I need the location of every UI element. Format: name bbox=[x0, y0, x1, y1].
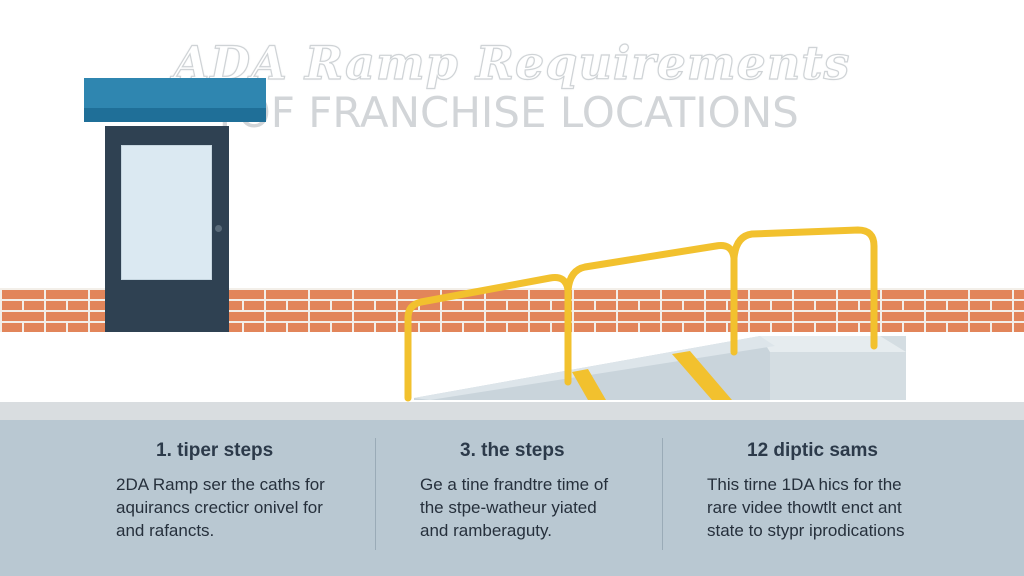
column-divider bbox=[375, 438, 376, 550]
handrail-section bbox=[564, 242, 738, 356]
info-column-3: 12 diptic sams This tirne 1DA hics for t… bbox=[707, 440, 1007, 542]
page-title: ADA Ramp Requirements bbox=[173, 35, 851, 90]
awning-shade bbox=[84, 108, 266, 122]
ramp-stripe bbox=[572, 369, 606, 400]
column-heading: 3. the steps bbox=[460, 440, 565, 461]
column-heading: 12 diptic sams bbox=[747, 440, 878, 461]
ramp-stripe bbox=[672, 351, 732, 400]
column-text-line: rare videe thowtlt enct ant bbox=[707, 498, 902, 517]
column-divider bbox=[662, 438, 663, 550]
door-knob bbox=[215, 225, 222, 232]
column-text-line: This tirne 1DA hics for the bbox=[707, 475, 902, 494]
handrail-section bbox=[730, 226, 878, 350]
page-subtitle: TOF FRANCHISE LOCATIONS bbox=[212, 88, 799, 137]
column-text-line: aquirancs crecticr onivel for bbox=[116, 498, 323, 517]
column-text-line: Ge a tine frandtre time of bbox=[420, 475, 609, 494]
brick-row-offset bbox=[0, 321, 1024, 332]
column-text-line: and rafancts. bbox=[116, 521, 215, 540]
info-column-1: 1. tiper steps 2DA Ramp ser the caths fo… bbox=[116, 440, 416, 542]
sidewalk-edge bbox=[0, 402, 1024, 422]
column-text-line: 2DA Ramp ser the caths for bbox=[116, 475, 325, 494]
handrail-icon bbox=[404, 226, 878, 402]
column-text-line: and ramberaguty. bbox=[420, 521, 552, 540]
door-window bbox=[121, 145, 212, 280]
info-panel bbox=[0, 420, 1024, 576]
info-column-2: 3. the steps Ge a tine frandtre time of … bbox=[420, 440, 720, 542]
column-text-line: the stpe-watheur yiated bbox=[420, 498, 597, 517]
column-heading: 1. tiper steps bbox=[156, 440, 274, 461]
brick-row-offset bbox=[0, 299, 1024, 310]
ramp-landing-top bbox=[760, 336, 906, 352]
column-text-line: state to stypr iprodications bbox=[707, 521, 905, 540]
